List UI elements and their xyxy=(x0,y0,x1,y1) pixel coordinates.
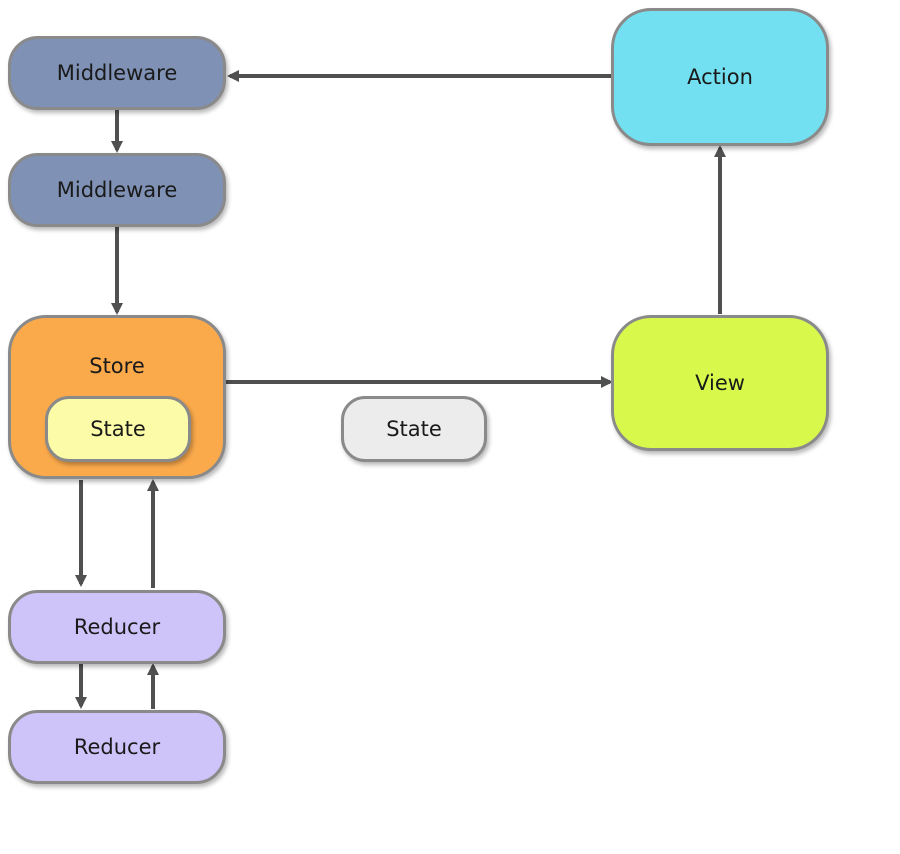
action-node: Action xyxy=(611,8,829,146)
store-node-label: Store xyxy=(89,354,145,378)
action-node-label: Action xyxy=(687,65,753,89)
state-node: State xyxy=(341,396,487,462)
store-inner-state: State xyxy=(45,396,191,462)
store-inner-state-label: State xyxy=(90,417,146,441)
reducer-node-2: Reducer xyxy=(8,710,226,784)
view-node: View xyxy=(611,315,829,451)
reducer-node-2-label: Reducer xyxy=(73,735,161,759)
middleware-node-2: Middleware xyxy=(8,153,226,227)
reducer-node-1: Reducer xyxy=(8,590,226,664)
middleware-node-1: Middleware xyxy=(8,36,226,110)
store-node: Store State xyxy=(8,315,226,479)
view-node-label: View xyxy=(695,371,745,395)
middleware-node-2-label: Middleware xyxy=(56,178,178,202)
reducer-node-1-label: Reducer xyxy=(73,615,161,639)
middleware-node-1-label: Middleware xyxy=(56,61,178,85)
state-node-label: State xyxy=(386,417,442,441)
